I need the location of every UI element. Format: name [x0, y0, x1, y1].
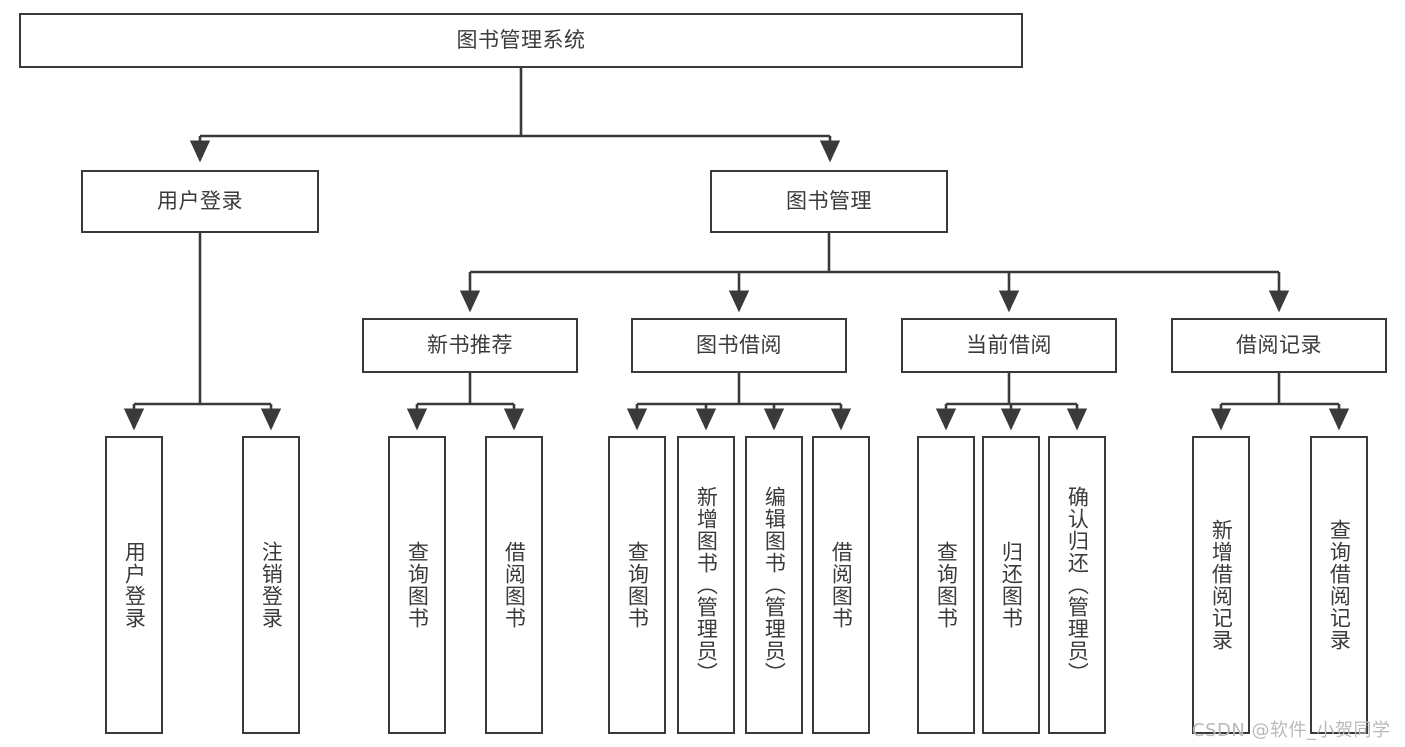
node-new-book-rec[interactable]: 新书推荐: [362, 318, 578, 373]
node-user-login-label: 用户登录: [157, 189, 243, 214]
node-leaf-query-book-1-label: 查询图书: [405, 541, 430, 629]
node-leaf-add-book[interactable]: 新增图书（管理员）: [677, 436, 735, 734]
node-leaf-query-book-2-label: 查询图书: [625, 541, 650, 629]
node-leaf-borrow-book-2-label: 借阅图书: [829, 541, 854, 629]
node-book-manage[interactable]: 图书管理: [710, 170, 948, 233]
node-leaf-query-book-1[interactable]: 查询图书: [388, 436, 446, 734]
node-leaf-query-book-2[interactable]: 查询图书: [608, 436, 666, 734]
node-user-login[interactable]: 用户登录: [81, 170, 319, 233]
node-leaf-query-record-label: 查询借阅记录: [1327, 519, 1352, 651]
node-leaf-add-record-label: 新增借阅记录: [1209, 519, 1234, 651]
node-leaf-query-book-3-label: 查询图书: [934, 541, 959, 629]
node-borrow-record-label: 借阅记录: [1236, 333, 1322, 358]
node-book-manage-label: 图书管理: [786, 189, 872, 214]
node-book-borrow-label: 图书借阅: [696, 333, 782, 358]
node-leaf-logout-label: 注销登录: [259, 541, 284, 629]
node-leaf-query-record[interactable]: 查询借阅记录: [1310, 436, 1368, 734]
node-leaf-edit-book[interactable]: 编辑图书（管理员）: [745, 436, 803, 734]
node-leaf-confirm-return[interactable]: 确认归还（管理员）: [1048, 436, 1106, 734]
node-book-borrow[interactable]: 图书借阅: [631, 318, 847, 373]
node-leaf-return-book[interactable]: 归还图书: [982, 436, 1040, 734]
node-leaf-user-login[interactable]: 用户登录: [105, 436, 163, 734]
node-leaf-borrow-book-1-label: 借阅图书: [502, 541, 527, 629]
node-leaf-add-record[interactable]: 新增借阅记录: [1192, 436, 1250, 734]
node-leaf-user-login-label: 用户登录: [122, 541, 147, 629]
node-leaf-query-book-3[interactable]: 查询图书: [917, 436, 975, 734]
node-new-book-rec-label: 新书推荐: [427, 333, 513, 358]
node-leaf-logout[interactable]: 注销登录: [242, 436, 300, 734]
node-leaf-edit-book-label: 编辑图书（管理员）: [762, 486, 787, 684]
node-leaf-return-book-label: 归还图书: [999, 541, 1024, 629]
node-leaf-confirm-return-label: 确认归还（管理员）: [1065, 486, 1090, 684]
node-root-label: 图书管理系统: [456, 28, 586, 53]
node-root[interactable]: 图书管理系统: [19, 13, 1023, 68]
node-leaf-borrow-book-2[interactable]: 借阅图书: [812, 436, 870, 734]
node-leaf-borrow-book-1[interactable]: 借阅图书: [485, 436, 543, 734]
node-leaf-add-book-label: 新增图书（管理员）: [694, 486, 719, 684]
node-current-borrow-label: 当前借阅: [966, 333, 1052, 358]
node-current-borrow[interactable]: 当前借阅: [901, 318, 1117, 373]
node-borrow-record[interactable]: 借阅记录: [1171, 318, 1387, 373]
